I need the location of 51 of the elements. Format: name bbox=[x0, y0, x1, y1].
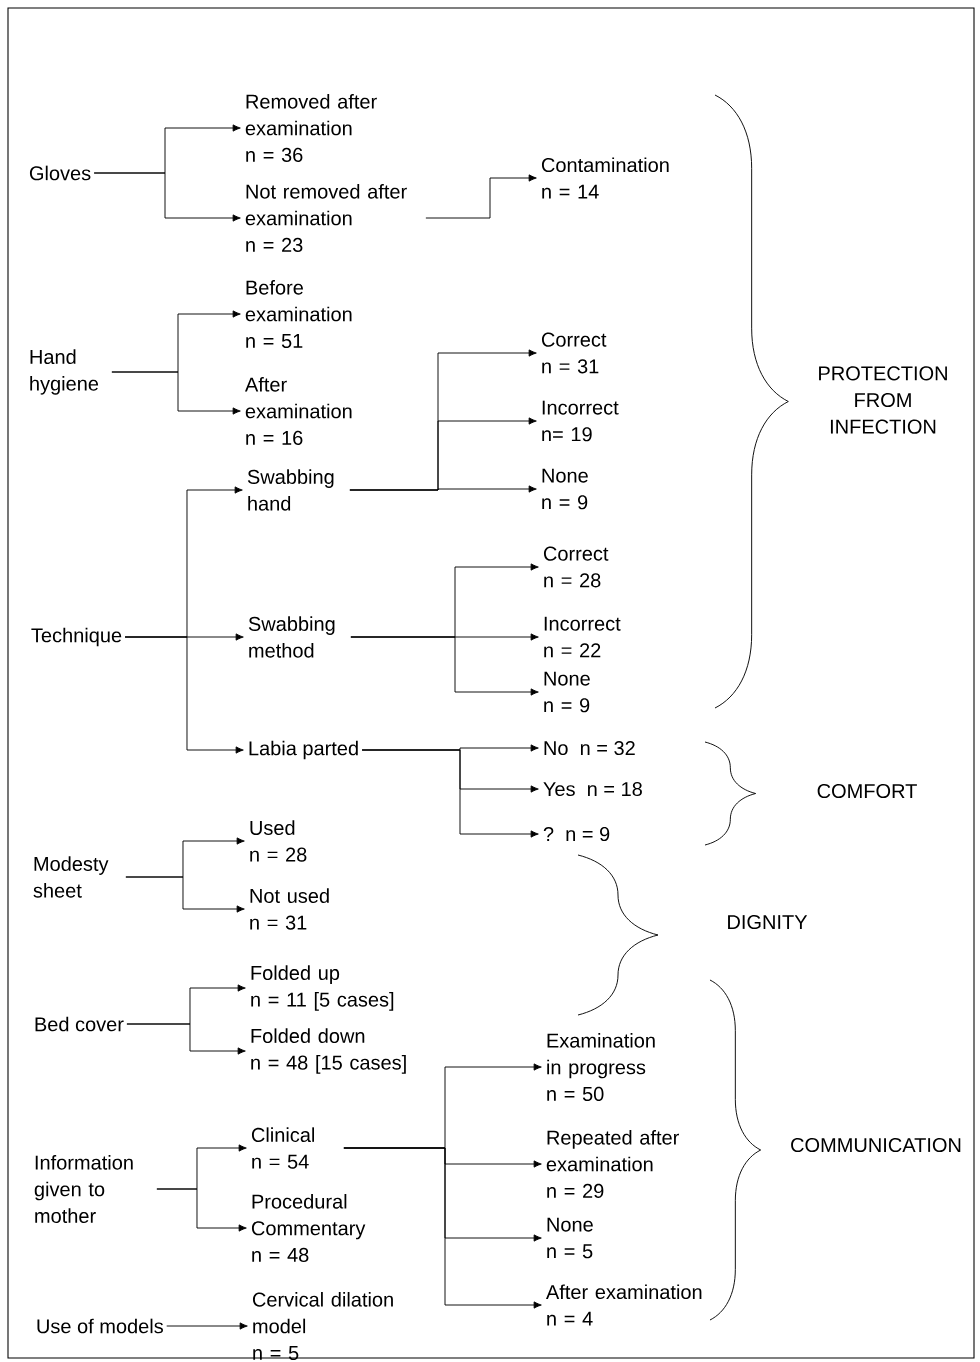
item-label: Swabbing method bbox=[248, 616, 335, 658]
arrow bbox=[111, 371, 241, 415]
item-label: Folded down n = 48 [15 cases] bbox=[251, 1028, 406, 1074]
category-label: COMMUNICATION bbox=[791, 1137, 961, 1153]
arrow bbox=[93, 172, 241, 222]
item-label: Clinical n = 54 bbox=[251, 1127, 315, 1169]
item-label: Swabbing hand bbox=[247, 469, 334, 511]
arrow bbox=[125, 876, 245, 913]
item-label: None n = 9 bbox=[544, 671, 590, 713]
item-label: Repeated after examination n = 29 bbox=[546, 1130, 679, 1198]
item-label: Gloves bbox=[29, 165, 91, 181]
item-label: Used n = 28 bbox=[250, 820, 307, 862]
item-label: Removed after examination n = 36 bbox=[245, 94, 377, 162]
item-label: No n = 32 bbox=[544, 740, 635, 756]
category-label: DIGNITY bbox=[728, 914, 808, 930]
item-label: Not removed after examination n = 23 bbox=[245, 184, 407, 252]
item-label: Hand hygiene bbox=[30, 349, 99, 395]
category-label: PROTECTION FROM INFECTION bbox=[819, 366, 947, 434]
item-label: None n = 5 bbox=[547, 1217, 593, 1259]
arrow bbox=[349, 485, 537, 493]
item-label: Modesty sheet bbox=[33, 856, 109, 898]
item-label: ? n = 9 bbox=[543, 826, 610, 842]
item-label: Labia parted bbox=[249, 740, 358, 760]
arrow bbox=[350, 636, 539, 696]
item-label: After examination n = 16 bbox=[245, 377, 352, 445]
item-label: Cervical dilation model n = 5 bbox=[252, 1292, 393, 1360]
item-label: Contamination n = 14 bbox=[541, 157, 669, 199]
item-label: After examination n = 4 bbox=[546, 1284, 702, 1326]
category-label: COMFORT bbox=[817, 783, 917, 799]
arrow bbox=[361, 749, 539, 838]
arrow bbox=[425, 174, 537, 219]
item-label: Examination in progress n = 50 bbox=[547, 1033, 655, 1101]
item-label: Information given to mother bbox=[34, 1155, 133, 1223]
item-label: Incorrect n = 22 bbox=[544, 616, 621, 658]
arrow bbox=[343, 1147, 542, 1309]
item-label: Correct n = 31 bbox=[541, 332, 607, 374]
arrow bbox=[166, 1322, 248, 1330]
item-label: Not used n = 31 bbox=[250, 888, 329, 930]
item-label: None n = 9 bbox=[542, 468, 588, 510]
item-label: Correct n = 28 bbox=[543, 546, 609, 588]
item-label: Yes n = 18 bbox=[543, 781, 642, 797]
item-label: Use of models bbox=[37, 1318, 163, 1334]
arrow bbox=[126, 1023, 246, 1055]
item-label: Bed cover bbox=[35, 1016, 124, 1032]
item-label: Incorrect n= 19 bbox=[542, 400, 619, 442]
arrow bbox=[156, 1188, 247, 1232]
item-label: Folded up n = 11 [5 cases] bbox=[251, 965, 394, 1011]
arrow bbox=[124, 636, 244, 754]
item-label: Before examination n = 51 bbox=[245, 280, 352, 348]
item-label: Technique bbox=[31, 627, 122, 647]
item-label: Procedural Commentary n = 48 bbox=[251, 1194, 366, 1262]
